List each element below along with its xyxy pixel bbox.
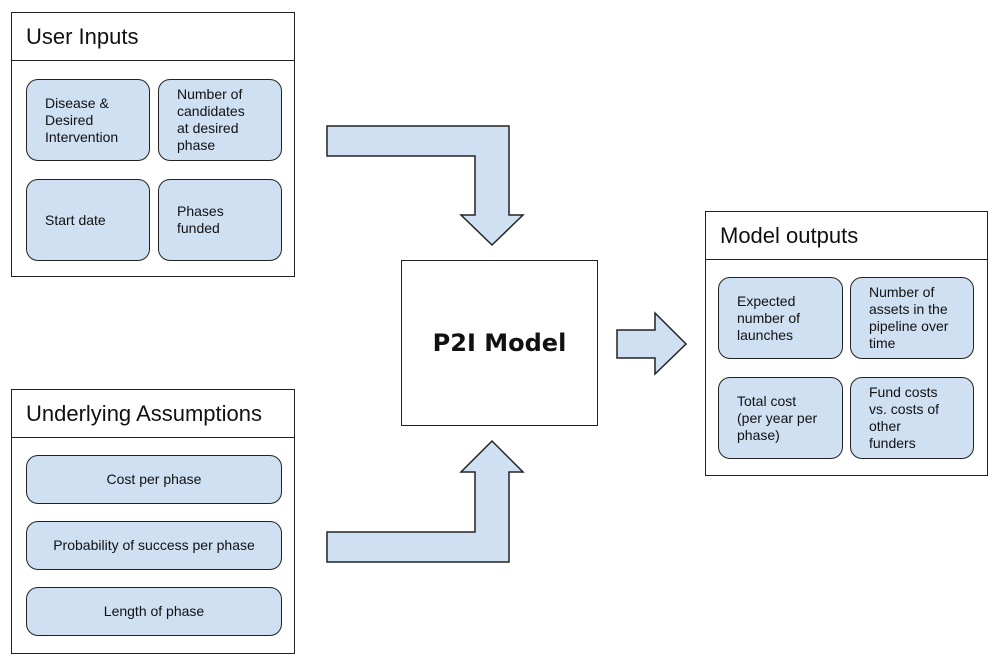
user-inputs-title: User Inputs: [12, 13, 294, 61]
user-inputs-panel: User Inputs Disease & Desired Interventi…: [11, 12, 295, 277]
input-card-start-date-label: Start date: [45, 211, 106, 228]
assumption-card-length-label: Length of phase: [103, 603, 205, 619]
output-card-fund-costs-label: Fund costs vs. costs of other funders: [869, 384, 940, 451]
output-card-assets: Number of assets in the pipeline over ti…: [850, 277, 974, 359]
p2i-model-label: P2I Model: [432, 329, 567, 357]
model-to-outputs-arrow: [616, 311, 688, 376]
model-outputs-panel: Model outputs Expected number of launche…: [705, 211, 988, 476]
output-card-total-cost: Total cost (per year per phase): [718, 377, 843, 459]
underlying-assumptions-title: Underlying Assumptions: [12, 390, 294, 438]
assumption-card-probability-label: Probability of success per phase: [53, 537, 255, 553]
output-card-launches-label: Expected number of launches: [737, 292, 801, 343]
assumption-card-length: Length of phase: [26, 587, 282, 636]
output-card-launches: Expected number of launches: [718, 277, 843, 359]
output-card-total-cost-label: Total cost (per year per phase): [737, 392, 818, 443]
inputs-to-model-arrow: [326, 125, 525, 247]
model-outputs-title: Model outputs: [706, 212, 987, 260]
input-card-phases-funded: Phases funded: [158, 179, 282, 261]
input-card-phases-funded-label: Phases funded: [177, 203, 224, 236]
assumption-card-probability: Probability of success per phase: [26, 521, 282, 570]
input-card-disease: Disease & Desired Intervention: [26, 79, 150, 161]
assumption-card-cost-label: Cost per phase: [106, 471, 202, 487]
assumptions-to-model-arrow: [326, 439, 525, 563]
input-card-candidates: Number of candidates at desired phase: [158, 79, 282, 161]
output-card-fund-costs: Fund costs vs. costs of other funders: [850, 377, 974, 459]
output-card-assets-label: Number of assets in the pipeline over ti…: [869, 284, 949, 351]
input-card-disease-label: Disease & Desired Intervention: [45, 94, 119, 145]
input-card-candidates-label: Number of candidates at desired phase: [177, 86, 245, 153]
underlying-assumptions-panel: Underlying Assumptions Cost per phase Pr…: [11, 389, 295, 654]
input-card-start-date: Start date: [26, 179, 150, 261]
assumption-card-cost: Cost per phase: [26, 455, 282, 504]
p2i-model-box: P2I Model: [401, 260, 598, 426]
